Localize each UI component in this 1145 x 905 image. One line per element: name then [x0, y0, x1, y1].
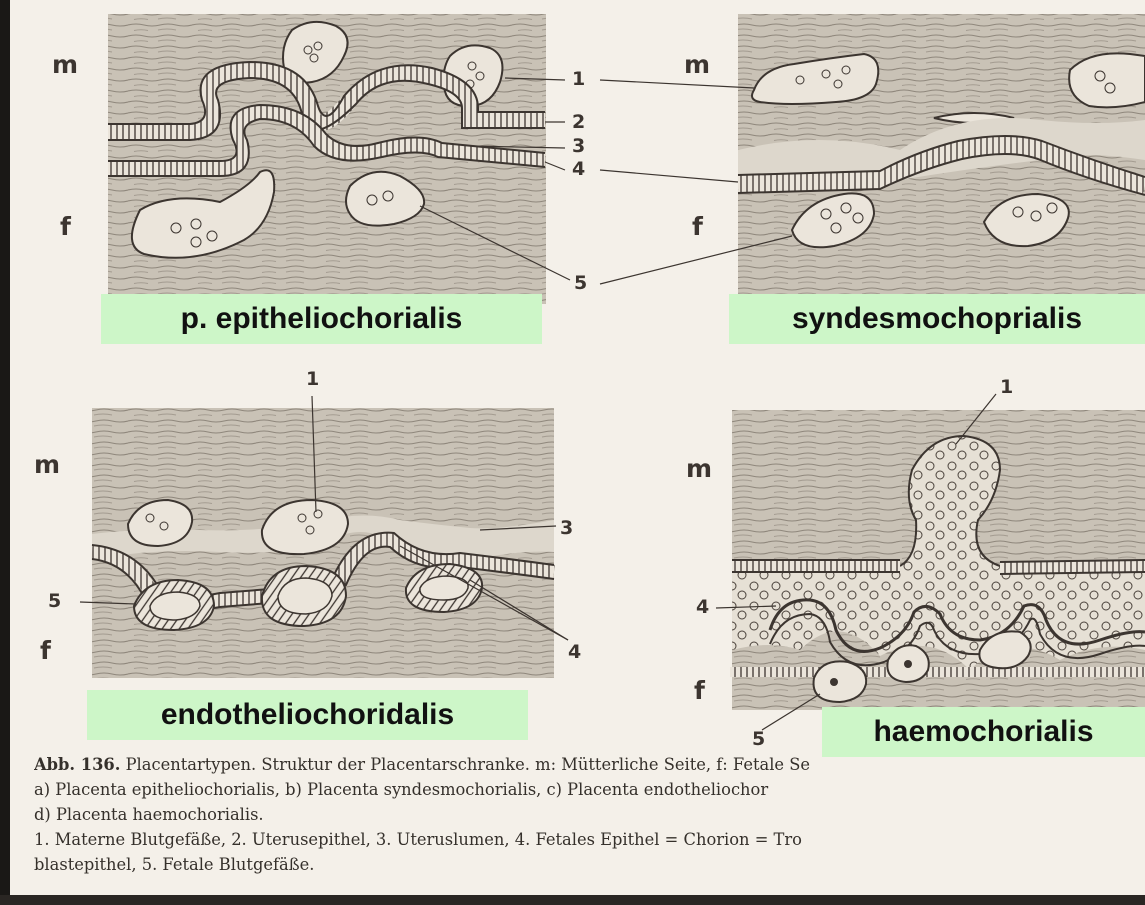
label-haemochorialis: haemochorialis: [822, 707, 1145, 757]
callout-5: 5: [752, 730, 765, 749]
panel-c-diagram: [80, 396, 568, 678]
panel-a-diagram: [108, 14, 570, 304]
caption-line-2: a) Placenta epitheliochorialis, b) Place…: [34, 777, 1145, 802]
figure-caption: Abb. 136. Placentartypen. Struktur der P…: [34, 752, 1145, 877]
caption-line-4: 1. Materne Blutgefäße, 2. Uterusepithel,…: [34, 827, 1145, 852]
caption-line-1: Placentartypen. Struktur der Placentarsc…: [126, 755, 810, 774]
figure-number: Abb. 136.: [34, 755, 120, 774]
callout-4: 4: [572, 160, 585, 179]
fetal-side-label: f: [40, 638, 51, 663]
fetal-side-label: f: [694, 678, 705, 703]
label-epitheliochorialis: p. epitheliochorialis: [101, 294, 542, 344]
callout-3: 3: [572, 137, 585, 156]
maternal-side-label: m: [34, 452, 60, 477]
callout-4: 4: [696, 598, 709, 617]
label-syndesmochorialis: syndesmochoprialis: [729, 294, 1145, 344]
fetal-side-label: f: [60, 214, 71, 239]
fetal-side-label: f: [692, 214, 703, 239]
callout-3: 3: [560, 519, 573, 538]
callout-1: 1: [1000, 378, 1013, 397]
callout-1: 1: [572, 70, 585, 89]
maternal-side-label: m: [686, 456, 712, 481]
caption-line-5: blastepithel, 5. Fetale Blutgefäße.: [34, 852, 1145, 877]
maternal-side-label: m: [52, 52, 78, 77]
callout-5: 5: [574, 274, 587, 293]
callout-4: 4: [568, 643, 581, 662]
label-endotheliochorialis: endotheliochoridalis: [87, 690, 528, 740]
callout-5: 5: [48, 592, 61, 611]
callout-2: 2: [572, 113, 585, 132]
callout-1: 1: [306, 370, 319, 389]
panel-d-diagram: [716, 394, 1145, 730]
maternal-side-label: m: [684, 52, 710, 77]
caption-line-3: d) Placenta haemochorialis.: [34, 802, 1145, 827]
